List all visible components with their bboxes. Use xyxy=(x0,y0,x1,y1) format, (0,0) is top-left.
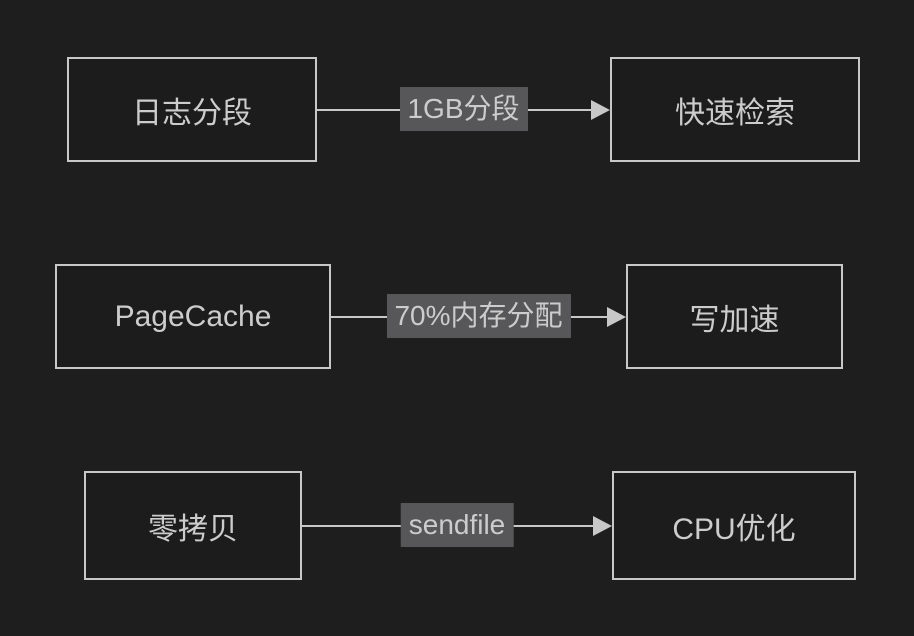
node-fast-retrieval: 快速检索 xyxy=(610,57,860,162)
edge-pagecache-to-write: 70%内存分配 xyxy=(331,264,626,369)
arrow-right-icon xyxy=(607,306,626,327)
node-pagecache: PageCache xyxy=(55,264,331,369)
node-log-segmentation-label: 日志分段 xyxy=(132,96,252,130)
edge-log-to-retrieval: 1GB分段 xyxy=(317,57,610,162)
arrow-right-icon xyxy=(591,99,610,120)
node-pagecache-label: PageCache xyxy=(114,299,272,333)
edge-label-sendfile: sendfile xyxy=(400,502,514,547)
node-zero-copy-label: 零拷贝 xyxy=(148,512,238,546)
node-write-acceleration-label: 写加速 xyxy=(689,303,780,337)
node-cpu-optimization-label: CPU优化 xyxy=(672,512,796,546)
edge-label-1gb-segment: 1GB分段 xyxy=(399,86,528,131)
edge-zerocopy-to-cpu: sendfile xyxy=(302,471,612,580)
arrow-right-icon xyxy=(593,515,612,536)
edge-label-memory-allocation: 70%内存分配 xyxy=(386,293,571,338)
node-zero-copy: 零拷贝 xyxy=(84,471,302,580)
node-fast-retrieval-label: 快速检索 xyxy=(675,96,795,130)
node-log-segmentation: 日志分段 xyxy=(67,57,317,162)
node-cpu-optimization: CPU优化 xyxy=(612,471,856,580)
node-write-acceleration: 写加速 xyxy=(626,264,843,369)
